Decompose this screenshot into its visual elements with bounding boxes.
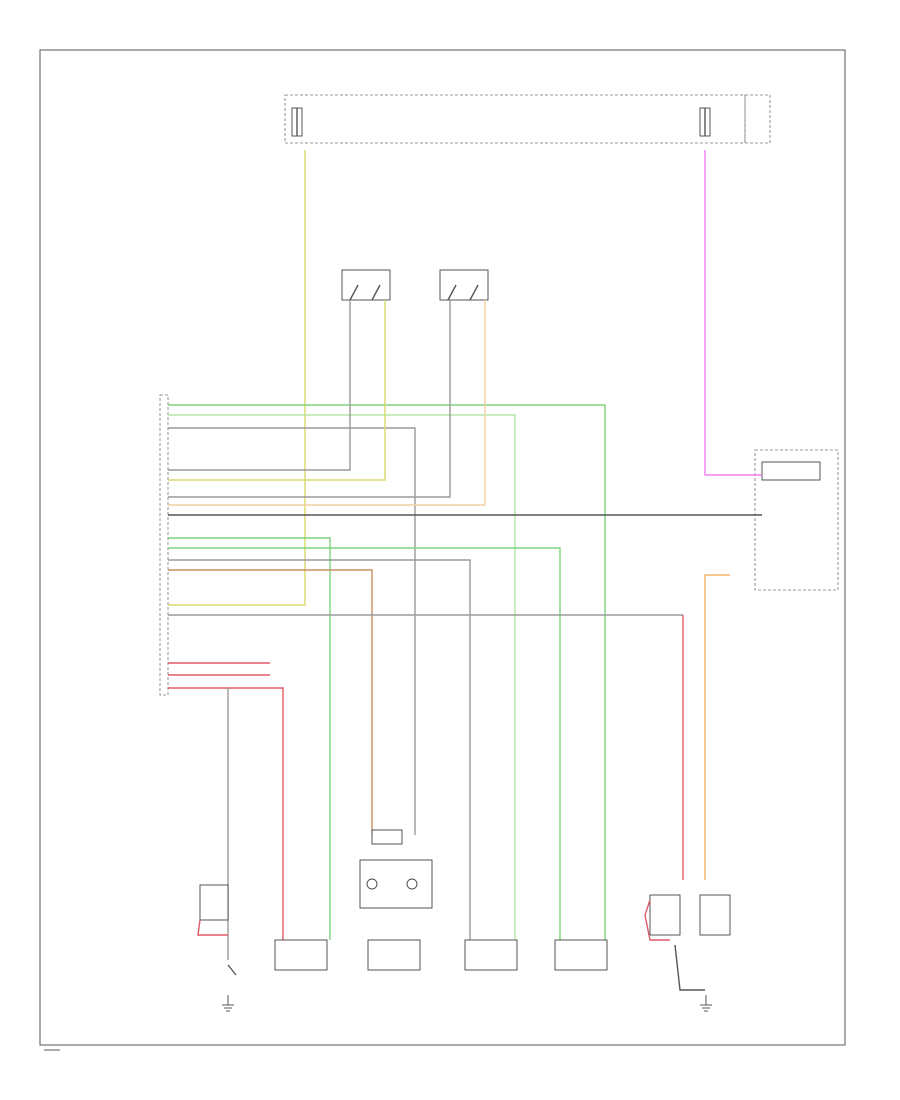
occupant-module-box bbox=[754, 449, 839, 591]
wire-pass-buckle-b bbox=[168, 300, 486, 506]
occupant-module-connector bbox=[761, 461, 821, 481]
driver-buckle-switch bbox=[341, 269, 391, 301]
clockspring-connector bbox=[371, 829, 403, 845]
right-ground-symbol bbox=[700, 995, 712, 1012]
left-seat-switch bbox=[199, 884, 229, 921]
wire-yellow-fuse-feed bbox=[168, 150, 306, 606]
passenger-buckle-switch bbox=[439, 269, 489, 301]
wire-green-2 bbox=[168, 537, 331, 940]
wire-lgreen-1 bbox=[168, 414, 516, 940]
left-seat-switch-loop bbox=[197, 919, 228, 936]
wire-green-1 bbox=[168, 404, 606, 940]
right-seat-loop bbox=[644, 899, 670, 941]
wire-gray-1 bbox=[168, 427, 416, 835]
wire-orange-right bbox=[704, 574, 730, 880]
diagram-border bbox=[39, 49, 846, 1046]
wire-red-down bbox=[168, 687, 284, 940]
right-seat-switch-b bbox=[699, 894, 731, 936]
wire-driver-buckle-b bbox=[168, 300, 386, 481]
driver-buckle-switch-contacts bbox=[349, 284, 381, 301]
wire-pass-buckle-a bbox=[168, 300, 451, 498]
wire-green-3 bbox=[168, 547, 561, 940]
right-seat-return bbox=[674, 944, 705, 991]
right-seat-switch-a bbox=[649, 894, 681, 936]
wire-gray-2 bbox=[168, 559, 471, 940]
driver-seat-sensor bbox=[554, 939, 608, 971]
clockspring-assembly bbox=[359, 859, 433, 909]
fuse-panel-box bbox=[284, 94, 746, 144]
clockspring-coil-left bbox=[366, 878, 378, 890]
passenger-sensor bbox=[464, 939, 518, 971]
driver-airbag-module bbox=[367, 939, 421, 971]
wire-driver-buckle-a bbox=[168, 300, 351, 471]
passenger-airbag-module bbox=[274, 939, 328, 971]
wire-brown-1 bbox=[168, 569, 373, 835]
fuse-panel-label-box bbox=[744, 94, 771, 144]
left-ground-switch bbox=[227, 964, 237, 976]
fuse-left bbox=[291, 107, 303, 137]
wire-pink-module-feed bbox=[704, 150, 762, 476]
fuse-right bbox=[699, 107, 711, 137]
passenger-buckle-switch-contacts bbox=[447, 284, 479, 301]
restraint-module-connector bbox=[159, 394, 169, 696]
clockspring-coil-right bbox=[406, 878, 418, 890]
left-ground-symbol bbox=[222, 995, 234, 1012]
